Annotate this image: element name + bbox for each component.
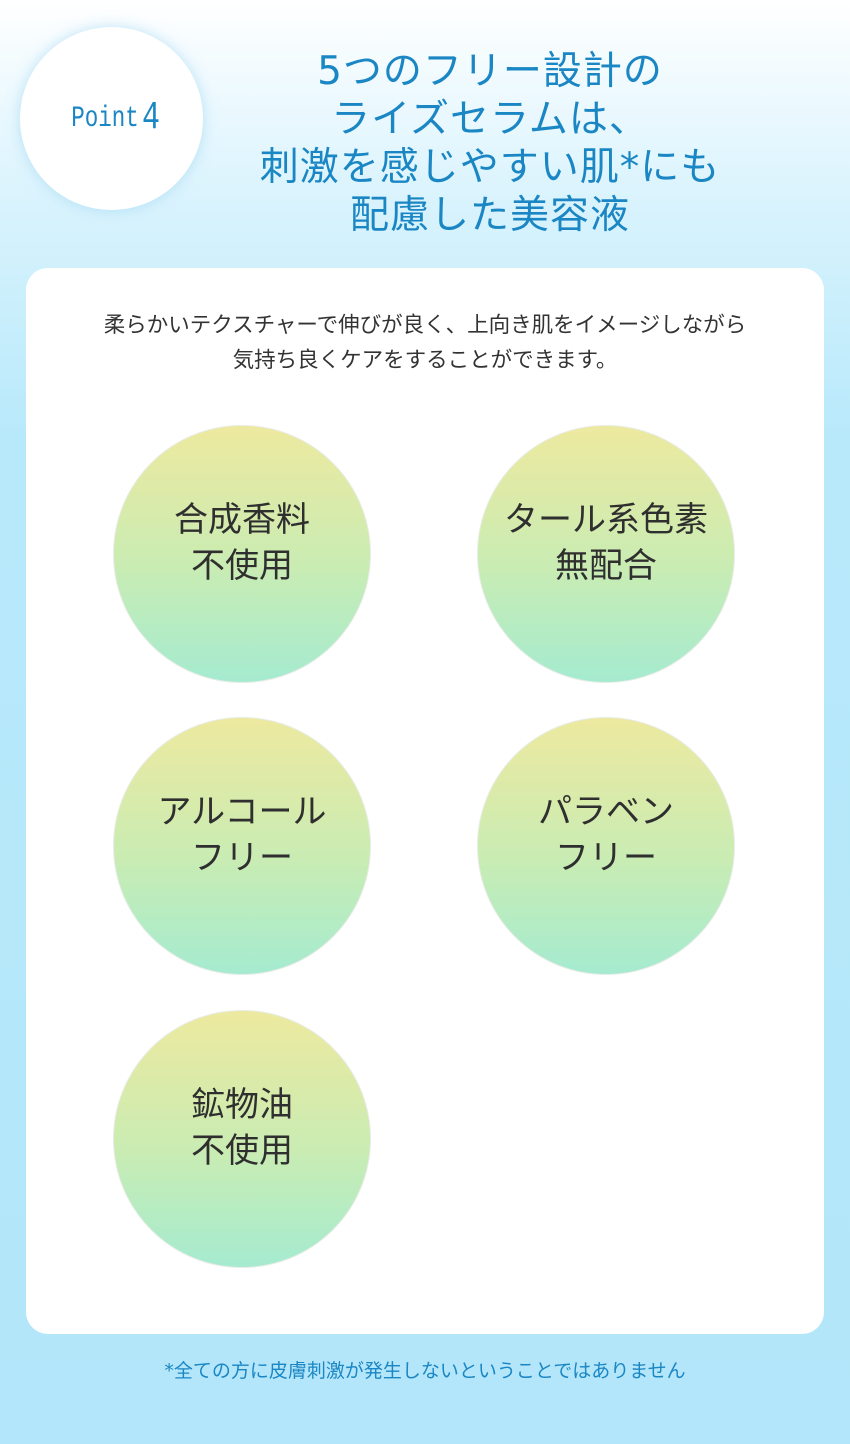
feature-label: タール系色素 (504, 500, 708, 540)
feature-label: 不使用 (191, 1131, 293, 1171)
feature-circle-paraben-free: パラベン フリー (477, 717, 735, 975)
title-line: 配慮した美容液 (349, 193, 630, 238)
feature-label: 無配合 (555, 546, 657, 586)
feature-label: 鉱物油 (191, 1085, 293, 1125)
title-line: 刺激を感じやすい肌*にも (259, 145, 721, 190)
feature-label: パラベン (538, 792, 674, 832)
point-badge: Point 4 (20, 27, 203, 210)
section-title: 5つのフリー設計の ライズセラムは、 刺激を感じやすい肌*にも 配慮した美容液 (230, 48, 750, 240)
feature-label: フリー (555, 838, 657, 878)
feature-circle-fragrance-free: 合成香料 不使用 (113, 425, 371, 683)
feature-label: 合成香料 (174, 500, 310, 540)
feature-card: 柔らかいテクスチャーで伸びが良く、上向き肌をイメージしながら 気持ち良くケアをす… (26, 268, 824, 1334)
description: 柔らかいテクスチャーで伸びが良く、上向き肌をイメージしながら 気持ち良くケアをす… (26, 308, 824, 378)
feature-circle-alcohol-free: アルコール フリー (113, 717, 371, 975)
description-line: 気持ち良くケアをすることができます。 (232, 348, 618, 373)
point-number: 4 (141, 96, 160, 141)
feature-circle-tar-dye-free: タール系色素 無配合 (477, 425, 735, 683)
feature-label: 不使用 (191, 546, 293, 586)
feature-label: アルコール (157, 792, 327, 832)
feature-label: フリー (191, 838, 293, 878)
point-label: Point (71, 101, 140, 136)
title-line: 5つのフリー設計の (317, 49, 663, 94)
title-line: ライズセラムは、 (331, 97, 649, 142)
footnote: *全ての方に皮膚刺激が発生しないということではありません (164, 1360, 686, 1382)
feature-circle-mineral-oil-free: 鉱物油 不使用 (113, 1010, 371, 1268)
description-line: 柔らかいテクスチャーで伸びが良く、上向き肌をイメージしながら (103, 313, 747, 338)
